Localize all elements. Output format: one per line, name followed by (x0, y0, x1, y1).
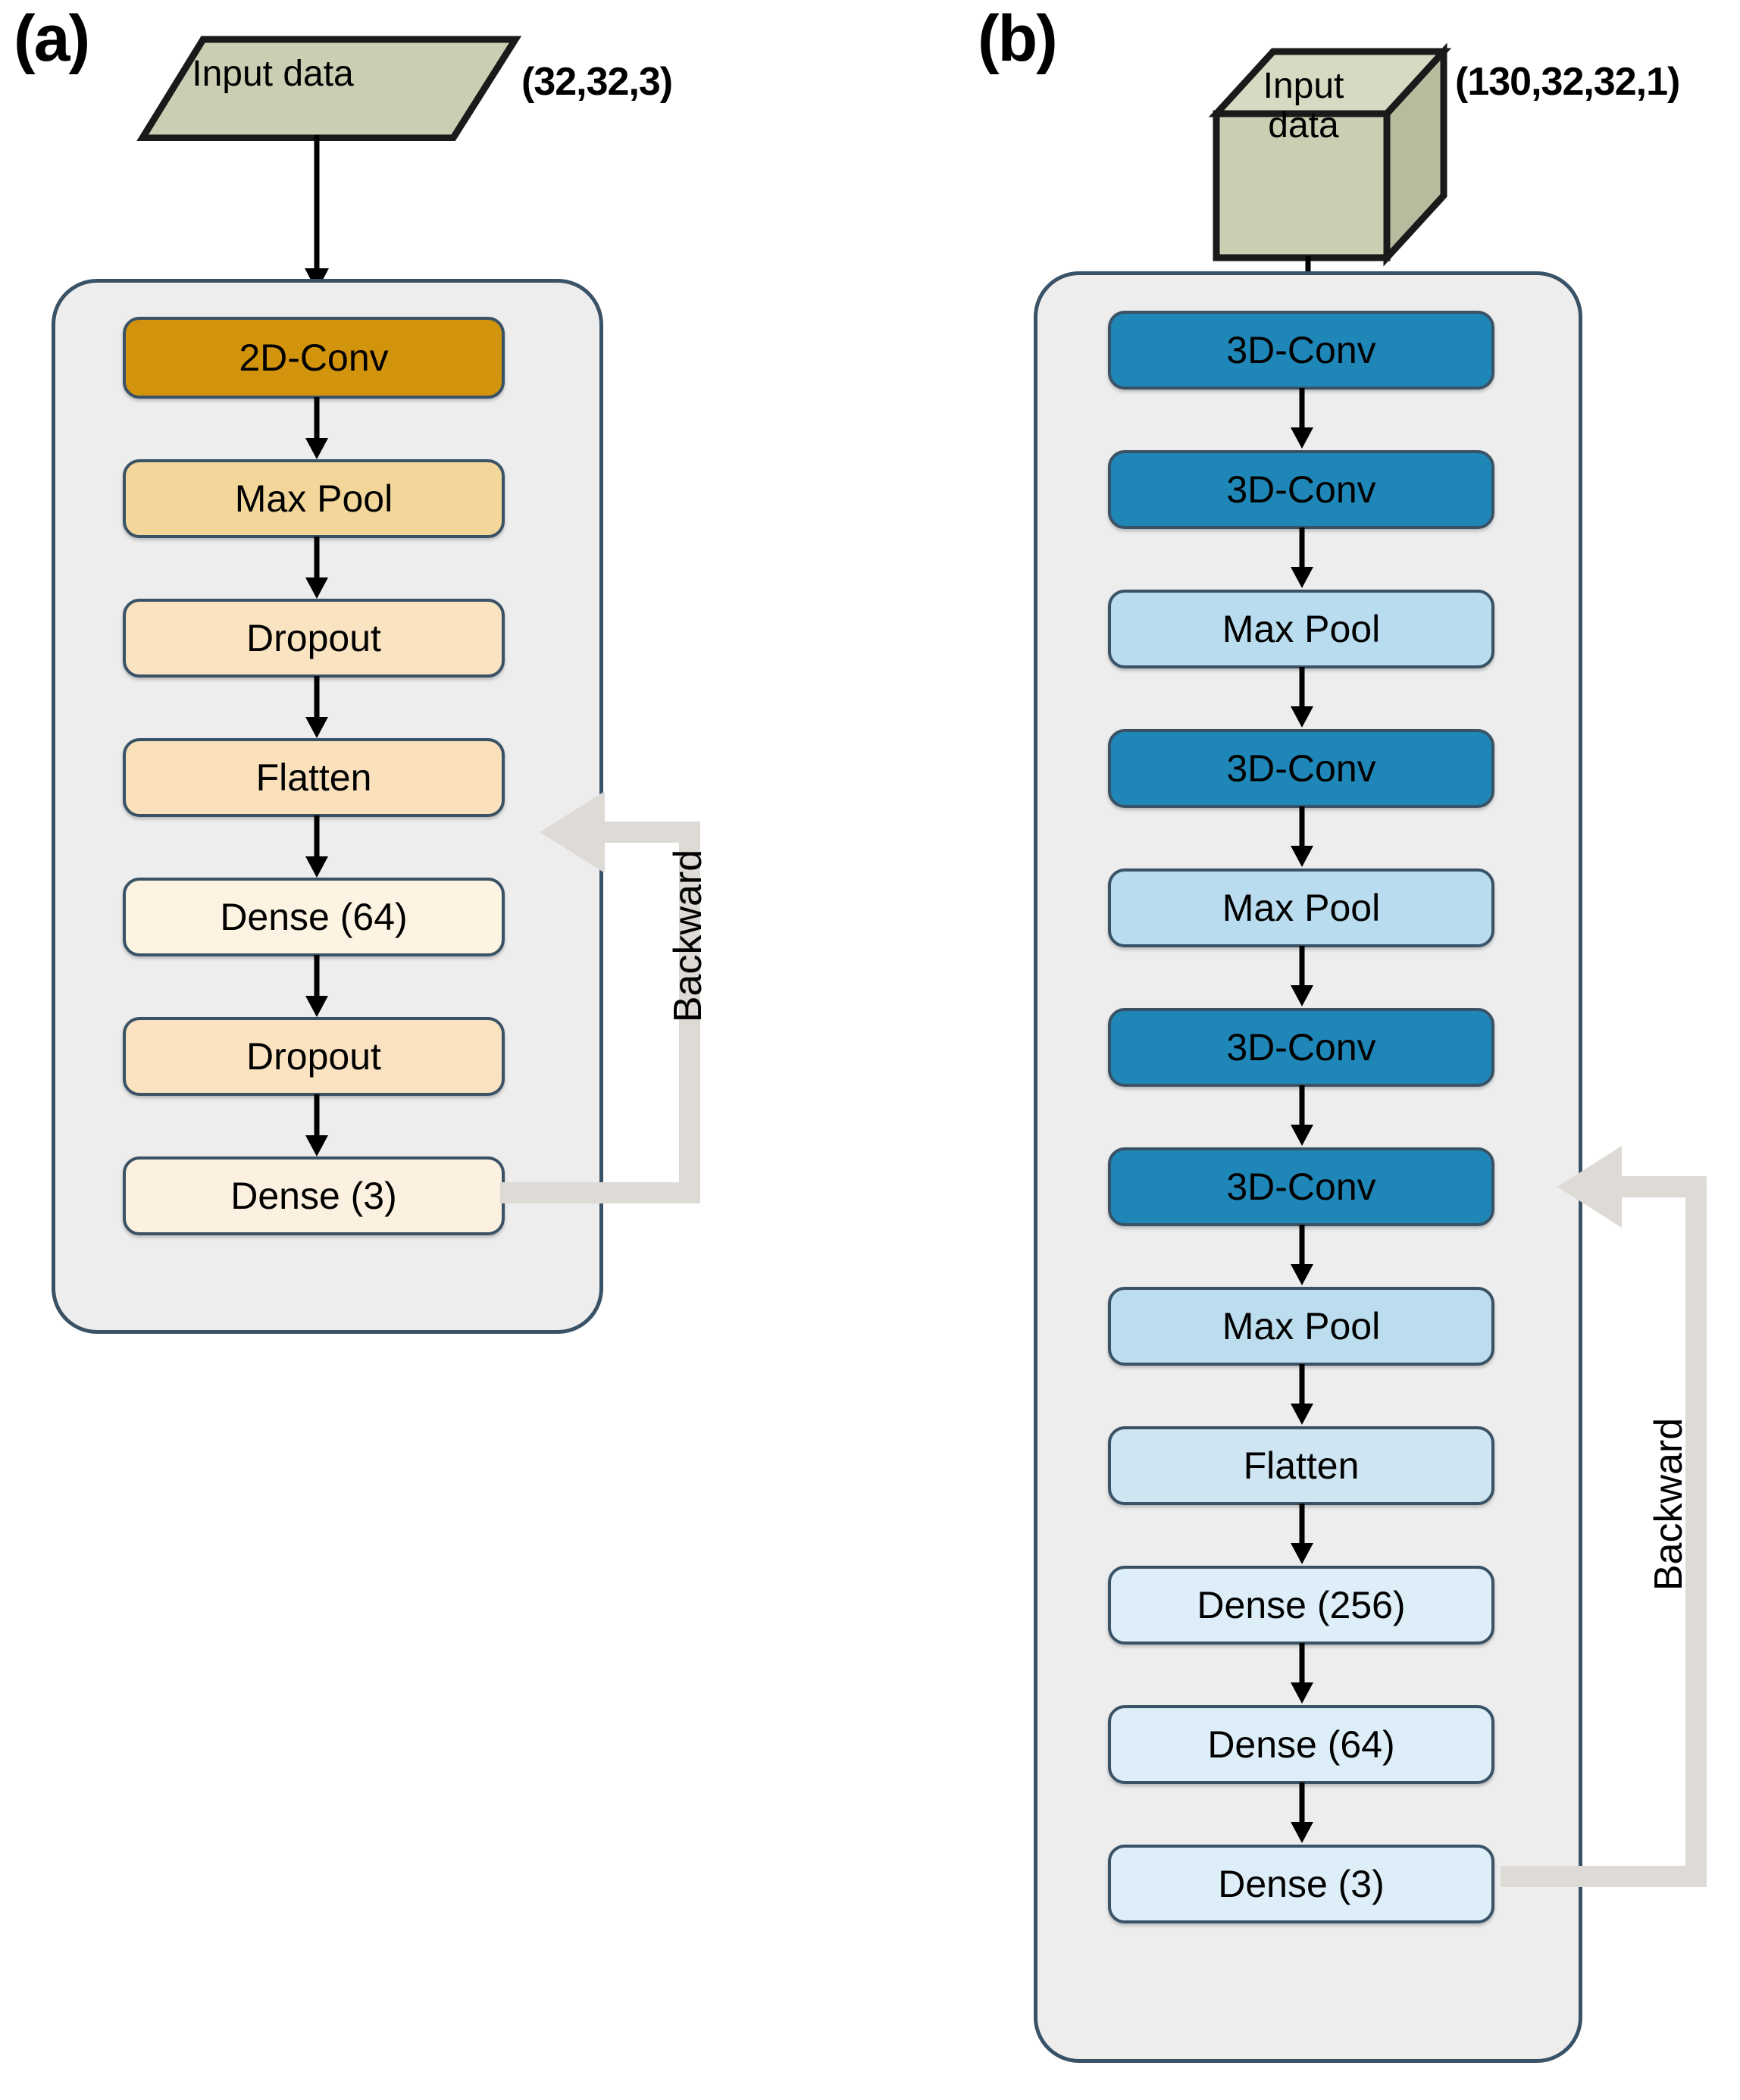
layer-box-dropout-1-a[interactable]: Dropout (123, 599, 505, 678)
arrow-a-6 (305, 1094, 328, 1156)
layer-box-dropout-2-a[interactable]: Dropout (123, 1017, 505, 1096)
arrow-b-1 (1291, 388, 1313, 449)
layer-box-dense-256-b[interactable]: Dense (256) (1108, 1566, 1494, 1645)
backward-label-a: Backward (666, 849, 710, 1023)
layer-box-3d-conv-4[interactable]: 3D-Conv (1108, 1008, 1494, 1087)
panel-a-label: (a) (14, 2, 90, 75)
input-parallelogram-shape-a (136, 36, 522, 141)
arrow-b-6 (1291, 1085, 1313, 1146)
arrow-input-to-network-a (305, 135, 329, 291)
arrow-a-1 (305, 397, 328, 459)
panel-b-label: (b) (978, 2, 1058, 75)
arrow-a-2 (305, 537, 328, 599)
layer-box-2d-conv[interactable]: 2D-Conv (123, 317, 505, 399)
layer-box-3d-conv-2[interactable]: 3D-Conv (1108, 450, 1494, 529)
layer-box-dense-3-a[interactable]: Dense (3) (123, 1156, 505, 1235)
arrow-b-4 (1291, 806, 1313, 867)
arrow-a-3 (305, 676, 328, 738)
layer-box-3d-conv-5[interactable]: 3D-Conv (1108, 1147, 1494, 1226)
layer-box-max-pool-a[interactable]: Max Pool (123, 459, 505, 538)
layer-box-3d-conv-3[interactable]: 3D-Conv (1108, 729, 1494, 808)
layer-box-max-pool-3-b[interactable]: Max Pool (1108, 1287, 1494, 1366)
backward-label-b: Backward (1647, 1417, 1691, 1591)
arrow-a-4 (305, 815, 328, 878)
arrow-b-3 (1291, 667, 1313, 728)
layer-box-max-pool-1-b[interactable]: Max Pool (1108, 590, 1494, 668)
layer-box-dense-3-b[interactable]: Dense (3) (1108, 1845, 1494, 1923)
input-dims-b: (130,32,32,1) (1455, 60, 1680, 104)
arrow-b-9 (1291, 1504, 1313, 1564)
layer-box-3d-conv-1[interactable]: 3D-Conv (1108, 311, 1494, 390)
layer-box-max-pool-2-b[interactable]: Max Pool (1108, 868, 1494, 947)
arrow-b-2 (1291, 527, 1313, 588)
backward-arrow-b (1501, 1146, 1707, 1887)
arrow-b-7 (1291, 1225, 1313, 1285)
arrow-b-11 (1291, 1782, 1313, 1843)
layer-box-dense-64-b[interactable]: Dense (64) (1108, 1705, 1494, 1784)
input-dims-a: (32,32,3) (521, 60, 673, 104)
arrow-b-10 (1291, 1643, 1313, 1704)
arrow-b-5 (1291, 946, 1313, 1006)
layer-box-dense-64-a[interactable]: Dense (64) (123, 878, 505, 956)
input-cube-shape-b (1208, 42, 1452, 267)
arrow-a-5 (305, 955, 328, 1017)
layer-box-flatten-b[interactable]: Flatten (1108, 1426, 1494, 1505)
backward-arrow-a (500, 791, 700, 1203)
layer-box-flatten-a[interactable]: Flatten (123, 738, 505, 817)
arrow-b-8 (1291, 1364, 1313, 1425)
